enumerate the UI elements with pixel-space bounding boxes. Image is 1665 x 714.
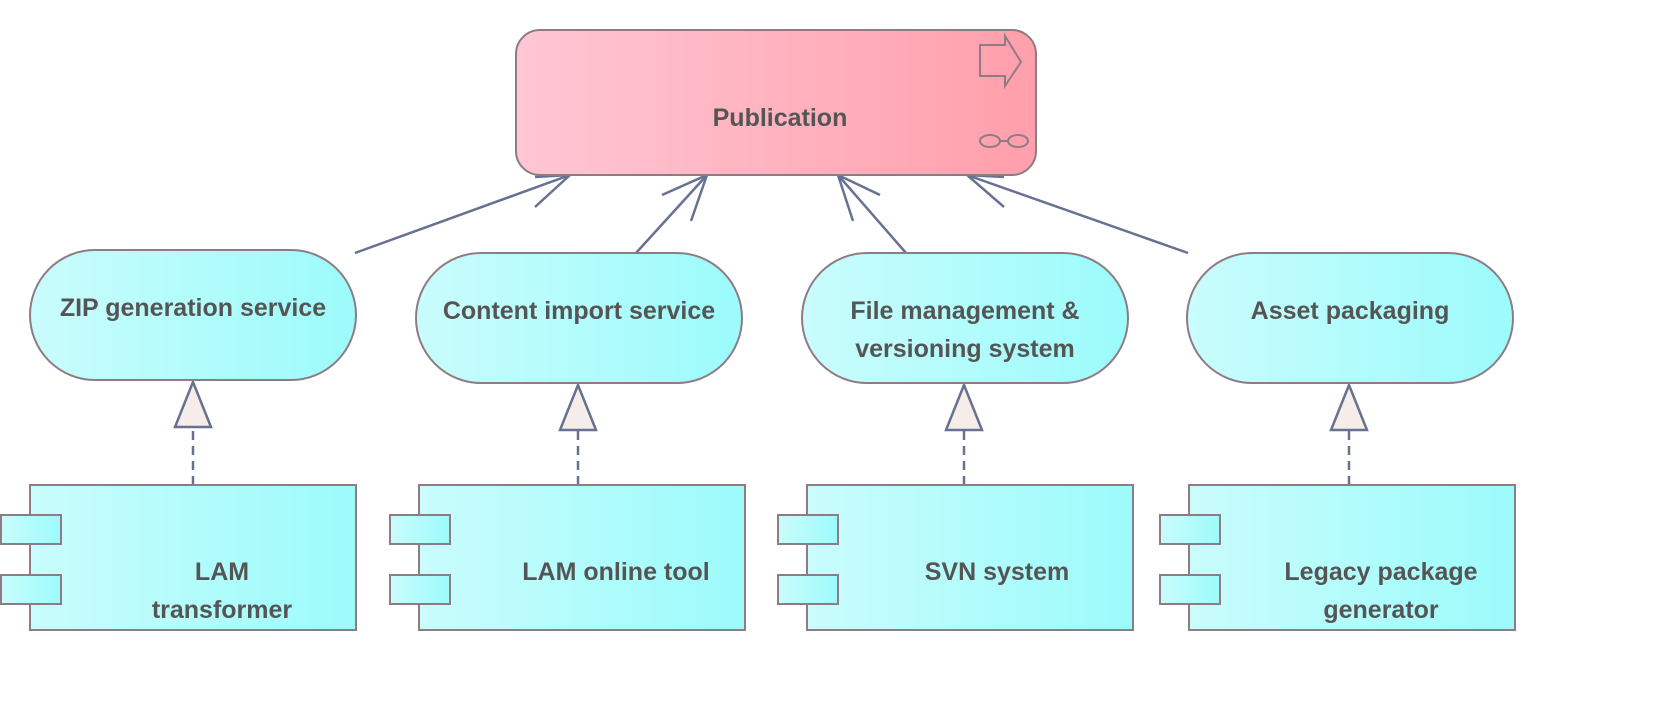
component-tab-icon: [777, 514, 839, 545]
serving-arrowhead: [963, 173, 1005, 208]
serving-connector[interactable]: [963, 173, 1189, 255]
service-node[interactable]: File management & versioning system: [801, 252, 1129, 384]
service-node[interactable]: ZIP generation service: [29, 249, 357, 381]
component-node[interactable]: LAM online tool: [389, 484, 746, 631]
service-nodes: ZIP generation service Content import ser…: [29, 249, 1514, 384]
component-label: SVN system: [925, 558, 1070, 586]
component-label: transformer: [152, 596, 293, 624]
component-label: generator: [1323, 596, 1439, 624]
component-tab-icon: [0, 574, 62, 605]
component-node[interactable]: Legacy package generator: [1159, 484, 1516, 631]
component-tab-icon: [389, 514, 451, 545]
service-label: File management &: [850, 297, 1079, 325]
realization-connector[interactable]: [1329, 381, 1369, 485]
serving-connector[interactable]: [354, 173, 574, 255]
component-label: LAM online tool: [522, 558, 709, 586]
realization-arrowhead: [558, 381, 598, 432]
component-tab-icon: [389, 574, 451, 605]
component-node[interactable]: LAM transformer: [0, 484, 357, 631]
component-label: LAM: [195, 558, 249, 586]
serving-connector[interactable]: [835, 172, 907, 254]
component-label: Legacy package: [1284, 558, 1477, 586]
realization-connector[interactable]: [944, 381, 984, 485]
realization-arrowhead: [944, 381, 984, 432]
process-node-publication[interactable]: Publication: [515, 29, 1037, 176]
service-label: Content import service: [443, 297, 715, 325]
process-label: Publication: [713, 104, 848, 132]
service-label: versioning system: [855, 335, 1075, 363]
service-node[interactable]: Asset packaging: [1186, 252, 1514, 384]
serving-arrowhead: [534, 173, 574, 208]
serving-connector[interactable]: [635, 172, 710, 254]
process-arrow-icon: [979, 32, 1023, 90]
realization-arrowhead: [1329, 381, 1369, 432]
realization-arrowhead: [173, 378, 213, 429]
serving-connectors: [354, 172, 1189, 255]
component-tab-icon: [1159, 514, 1221, 545]
component-tab-icon: [1159, 574, 1221, 605]
component-tab-icon: [0, 514, 62, 545]
service-label: ZIP generation service: [60, 294, 326, 322]
component-node[interactable]: SVN system: [777, 484, 1134, 631]
realization-connectors: [173, 378, 1369, 485]
realization-connector[interactable]: [558, 381, 598, 485]
component-nodes: LAM transformer LAM online tool SVN system L…: [0, 484, 1516, 631]
component-tab-icon: [777, 574, 839, 605]
realization-connector[interactable]: [173, 378, 213, 485]
flow-link-icon: [979, 134, 1029, 148]
service-node[interactable]: Content import service: [415, 252, 743, 384]
service-label: Asset packaging: [1251, 297, 1450, 325]
